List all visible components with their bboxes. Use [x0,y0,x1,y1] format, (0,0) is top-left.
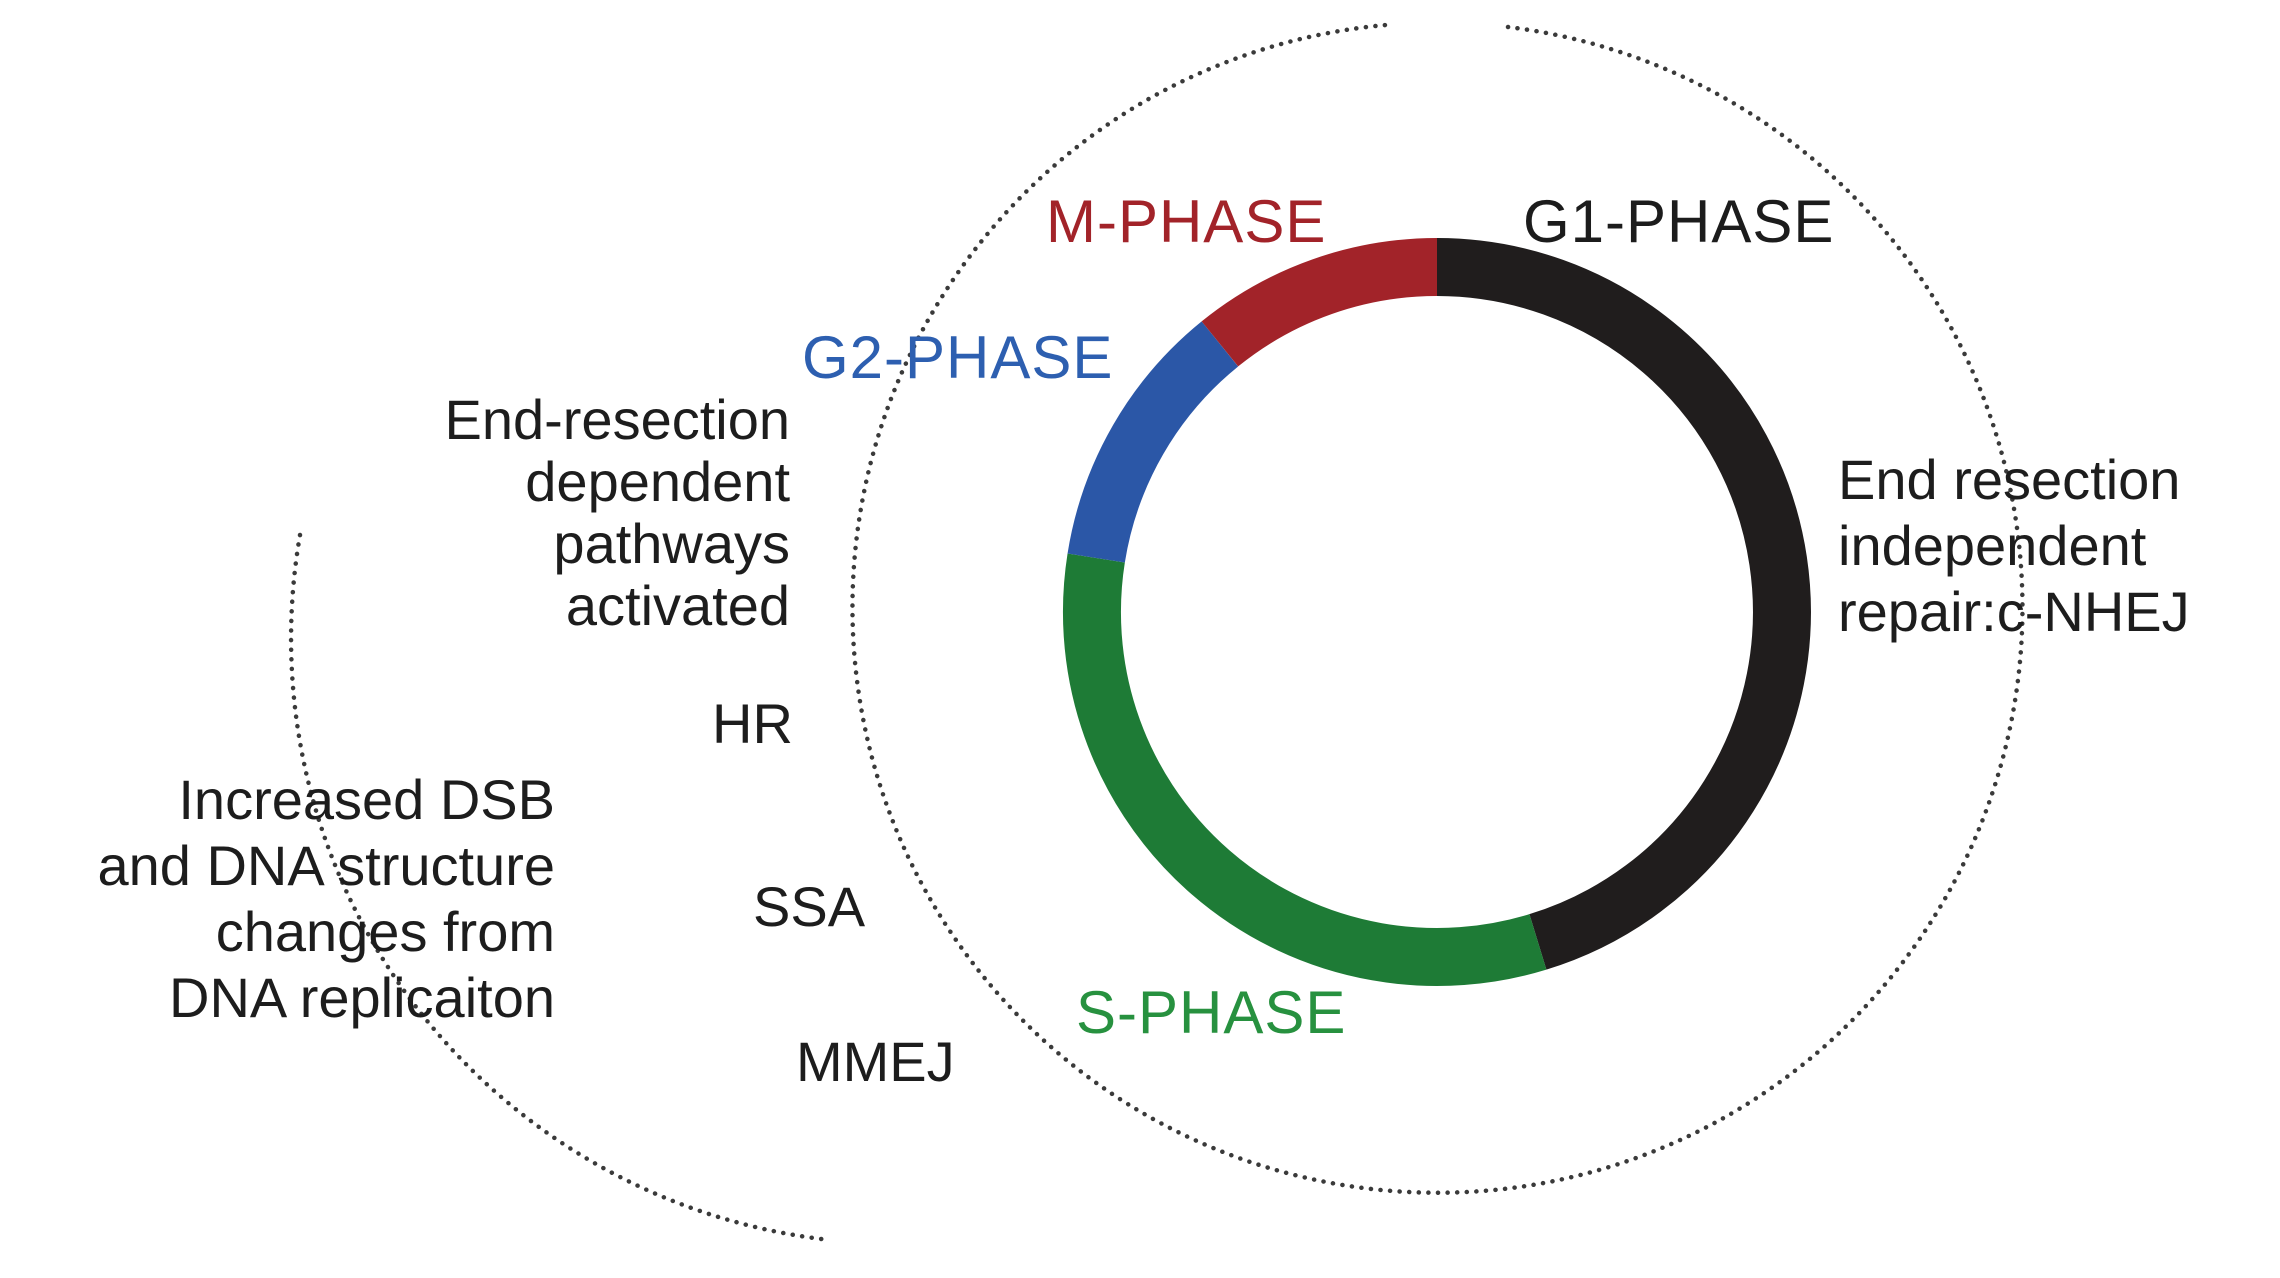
ssa-pathway-label: SSA [753,875,866,938]
increased-dsb-note: Increased DSB and DNA structure changes … [40,767,555,1031]
s-phase-label: S-PHASE [1076,979,1347,1046]
mmej-pathway-label: MMEJ [796,1030,955,1093]
ring-arc-s [1063,553,1547,986]
ring-arc-g1 [1436,238,1811,970]
left-dotted-arc [288,532,833,1243]
g1-phase-label: G1-PHASE [1523,188,1835,255]
hr-pathway-label: HR [712,692,793,755]
g2-phase-label: G2-PHASE [802,324,1114,391]
m-phase-label: M-PHASE [1046,188,1327,255]
note-line: dependent [525,450,790,513]
outer-dotted-circle [850,22,2025,1195]
note-line: Increased DSB [178,768,555,831]
note-line: End-resection [444,388,790,451]
note-line: and DNA structure [97,834,555,897]
note-line: changes from [215,900,555,963]
ring-arc-g2 [1067,321,1239,563]
end-resection-independent-note: End resection independent repair:c-NHEJ [1838,447,2190,645]
note-line: DNA replicaiton [169,966,555,1029]
ring-arc-m [1201,238,1438,367]
end-resection-dependent-note: End-resection dependent pathways activat… [290,389,790,637]
cycle-ring [1063,238,1811,986]
note-line: pathways [553,512,790,575]
note-line: activated [565,574,790,637]
note-line: independent [1838,514,2147,577]
note-line: repair:c-NHEJ [1838,580,2190,643]
note-line: End resection [1838,448,2181,511]
